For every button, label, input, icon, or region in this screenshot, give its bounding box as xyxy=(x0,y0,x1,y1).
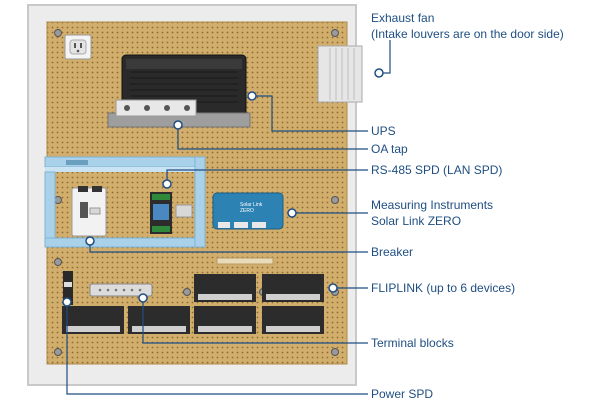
marker-fliplink xyxy=(328,283,338,293)
solar-link-logo: Solar Link xyxy=(240,202,263,208)
marker-exhaust-fan xyxy=(374,68,384,78)
marker-rs485-spd xyxy=(162,179,172,189)
marker-breaker xyxy=(85,236,95,246)
cable-duct xyxy=(216,257,274,265)
solar-link-logo-sub: ZERO xyxy=(240,208,254,214)
breaker xyxy=(71,186,107,237)
label-exhaust-fan-note: (Intake louvers are on the door side) xyxy=(371,27,564,41)
label-oa-tap: OA tap xyxy=(371,142,408,156)
label-ups: UPS xyxy=(371,124,396,138)
label-breaker: Breaker xyxy=(371,245,414,259)
power-outlet xyxy=(64,34,92,60)
fliplink-units xyxy=(194,274,324,302)
marker-power-spd xyxy=(62,297,72,307)
exhaust-fan xyxy=(317,45,363,103)
marker-ups xyxy=(247,91,257,101)
marker-oa-tap xyxy=(173,120,183,130)
oa-tap xyxy=(107,99,251,128)
solar-link-zero: Solar Link ZERO xyxy=(212,192,284,230)
marker-solar-link xyxy=(287,208,297,218)
power-spd xyxy=(63,271,73,305)
label-fliplink: FLIPLINK (up to 6 devices) xyxy=(371,281,516,295)
callout-markers xyxy=(62,68,384,307)
dsub-connector xyxy=(89,283,153,297)
terminal-blocks xyxy=(62,306,324,334)
rs485-spd xyxy=(150,192,193,234)
label-measuring-instruments: Measuring Instruments xyxy=(371,198,494,212)
label-rs485-spd: RS-485 SPD (LAN SPD) xyxy=(371,163,503,177)
label-solar-link-zero: Solar Link ZERO xyxy=(371,214,462,228)
panel-screws xyxy=(54,29,339,356)
label-exhaust-fan: Exhaust fan xyxy=(371,11,435,25)
label-terminal-blocks: Terminal blocks xyxy=(371,336,454,350)
din-rail xyxy=(44,156,206,248)
label-power-spd: Power SPD xyxy=(371,387,434,401)
marker-terminal-blocks xyxy=(138,293,148,303)
